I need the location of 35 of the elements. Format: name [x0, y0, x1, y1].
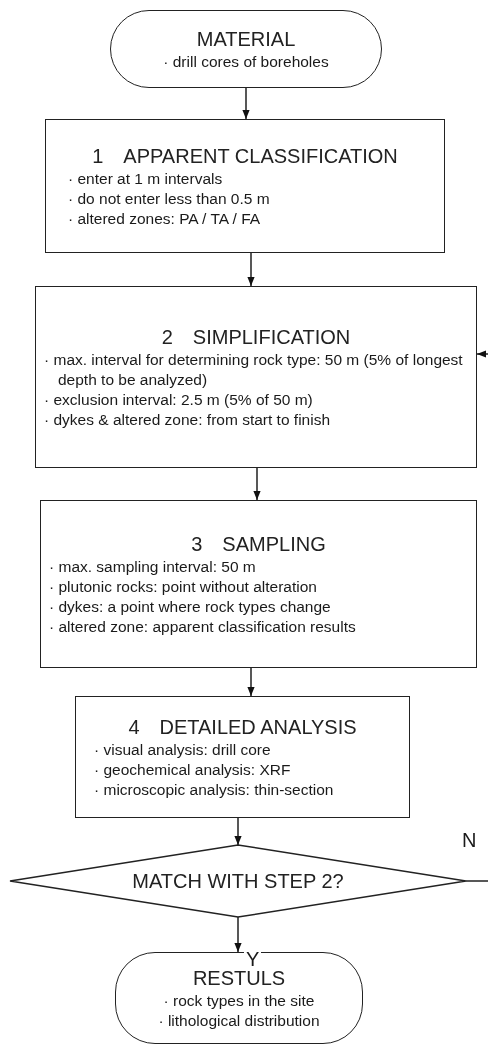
bullet-text: · do not enter less than 0.5 m: [68, 188, 271, 209]
arrow: [247, 252, 255, 287]
bullet-text: · lithological distribution: [158, 1010, 320, 1031]
node-heading: 1 APPARENT CLASSIFICATION: [91, 143, 399, 169]
bullet-text: · max. sampling interval: 50 m: [49, 556, 257, 577]
bullet-text: · dykes & altered zone: from start to finish: [44, 409, 331, 430]
arrow: [234, 817, 242, 846]
bullet-text: · drill cores of boreholes: [163, 51, 329, 72]
terminator-shape: [115, 952, 363, 1044]
bullet-text: · dykes: a point where rock types change: [49, 596, 332, 617]
bullet-text: · exclusion interval: 2.5 m (5% of 50 m): [44, 389, 314, 410]
arrow: [242, 87, 250, 120]
node-heading: 4 DETAILED ANALYSIS: [127, 714, 358, 740]
bullet-text: · visual analysis: drill core: [94, 739, 272, 760]
bullet-text: · microscopic analysis: thin-section: [94, 779, 335, 800]
bullet-text: · altered zone: apparent classification results: [49, 616, 357, 637]
process-box: [40, 500, 477, 668]
node-heading: MATCH WITH STEP 2?: [132, 868, 344, 894]
arrow: [247, 667, 255, 697]
process-box: [75, 696, 410, 818]
bullet-text: · altered zones: PA / TA / FA: [68, 208, 262, 229]
bullet-text: · max. interval for determining rock type: 50 m (5% of longest depth to be analyzed): [44, 349, 464, 390]
bullet-text: · geochemical analysis: XRF: [94, 759, 292, 780]
node-heading: 2 SIMPLIFICATION: [160, 324, 352, 350]
bullet-text: · enter at 1 m intervals: [68, 168, 224, 189]
node-heading: 3 SAMPLING: [190, 531, 327, 557]
process-box: [45, 119, 445, 253]
arrow: [476, 350, 488, 358]
decision-diamond: [10, 845, 466, 917]
bullet-text: · rock types in the site: [163, 990, 315, 1011]
node-heading: MATERIAL: [196, 26, 296, 52]
arrow: [253, 467, 261, 501]
arrow: [234, 916, 242, 953]
bullet-text: · plutonic rocks: point without alteration: [49, 576, 318, 597]
process-box: [35, 286, 477, 468]
